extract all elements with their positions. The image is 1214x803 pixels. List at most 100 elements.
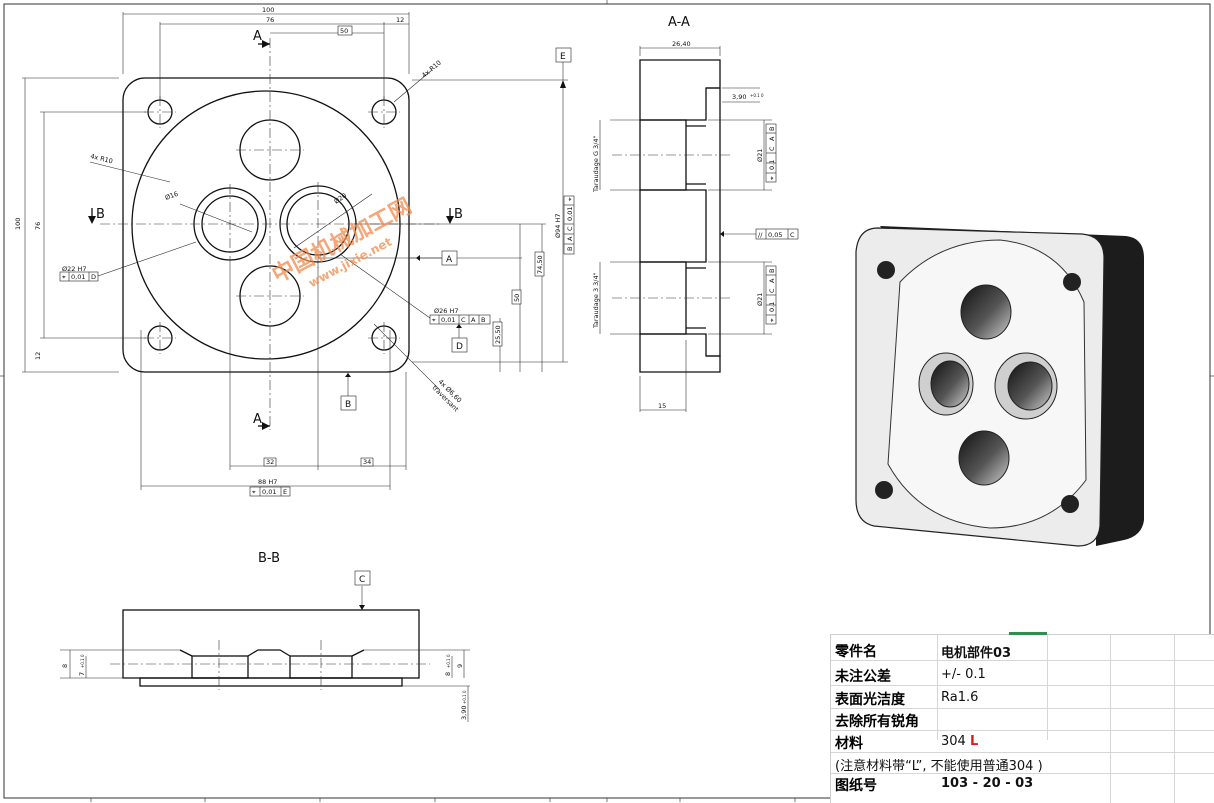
dim-50: 50 <box>340 27 348 35</box>
svg-text:A: A <box>768 278 776 283</box>
note-dia-22: Ø22 H7 <box>62 265 86 273</box>
dim-dia-21-top: Ø21 <box>756 149 764 162</box>
fcf-88: ⌖ 0,01 E <box>249 486 291 497</box>
svg-text:⌖: ⌖ <box>252 488 256 496</box>
note-dia-26: Ø26 H7 <box>434 307 458 315</box>
title-row-finish: 表面光洁度 Ra1.6 <box>831 687 1214 709</box>
svg-text:0,01: 0,01 <box>566 207 574 221</box>
cut-label-a-bottom: A <box>253 412 262 427</box>
svg-text:B: B <box>768 269 776 273</box>
svg-text:B: B <box>768 127 776 131</box>
title-block: 零件名 电机部件03 未注公差 +/- 0.1 表面光洁度 Ra1.6 去除所有… <box>830 632 1214 803</box>
fcf-aa-bottom: ⌖ 0.1 C A B <box>765 265 777 325</box>
note-r10-top: 4x R10 <box>420 59 443 80</box>
dim-12-top: 12 <box>396 16 404 24</box>
material-suffix: L <box>969 734 979 749</box>
title-row-material-note: (注意材料带“L”, 不能使用普通304 ) <box>831 752 1214 774</box>
dim-25-50: 25,50 <box>494 325 502 344</box>
svg-text:B: B <box>566 247 574 251</box>
svg-text:⌖: ⌖ <box>768 176 776 180</box>
datum-c: C <box>354 570 371 610</box>
svg-text:C: C <box>461 316 466 324</box>
dim-74-50: 74,50 <box>536 255 544 274</box>
svg-text:0,01: 0,01 <box>71 273 85 281</box>
dim-15: 15 <box>658 402 666 410</box>
label-part-name: 零件名 <box>835 644 877 660</box>
value-part-name: 电机部件03 <box>941 646 1012 661</box>
value-finish: Ra1.6 <box>941 690 979 705</box>
dim-height-76: 76 <box>34 222 42 230</box>
label-drawing-no: 图纸号 <box>835 778 877 794</box>
fcf-aa-top: ⌖ 0.1 C A B <box>765 123 777 183</box>
material-note: (注意材料带“L”, 不能使用普通304 ) <box>835 759 1043 774</box>
svg-text:E: E <box>283 488 287 496</box>
svg-text:C: C <box>768 146 776 151</box>
dim-50-v: 50 <box>513 294 521 302</box>
svg-text:0,01: 0,01 <box>441 316 455 324</box>
dim-3-90-aa: 3,90 <box>732 93 746 101</box>
dim-32: 32 <box>266 458 274 466</box>
boss-circle <box>131 90 401 360</box>
svg-text:A: A <box>471 316 476 324</box>
svg-text:A: A <box>566 236 574 241</box>
svg-text://: // <box>758 231 763 239</box>
dim-9-bb: 9 <box>456 664 464 668</box>
cut-line-b: B B <box>88 207 463 224</box>
note-r10-left: 4x R10 <box>90 152 114 165</box>
svg-text:⌖: ⌖ <box>566 197 574 201</box>
dim-8-bb: 8 <box>61 664 69 668</box>
dim-dia-21-bottom: Ø21 <box>756 293 764 306</box>
value-material: 304 L <box>941 734 979 749</box>
cut-label-b-right: B <box>454 207 463 222</box>
dim-8-bb-right: 8 <box>444 672 452 676</box>
front-view: A A B B 100 76 50 12 100 <box>14 6 575 497</box>
datum-b: B <box>340 372 357 411</box>
svg-text:0.1: 0.1 <box>768 160 776 170</box>
svg-text:B: B <box>481 316 485 324</box>
section-label-bb: B-B <box>258 551 280 566</box>
dim-3-90-aa-tol: +0.1 0 <box>750 93 764 98</box>
svg-text:C: C <box>359 575 365 585</box>
svg-text:E: E <box>560 52 566 62</box>
note-thread-top: Taraudage G 3/4" <box>592 135 600 193</box>
datum-d: D <box>451 324 468 353</box>
plate-outline <box>122 77 410 373</box>
svg-text:⌖: ⌖ <box>768 318 776 322</box>
section-aa: A-A Taraudage G 3/4" Taraudage 3 3/4" 26… <box>592 15 799 412</box>
value-drawing-no: 103 - 20 - 03 <box>941 776 1034 791</box>
svg-text:0,05: 0,05 <box>768 231 782 239</box>
label-material: 材料 <box>835 736 863 752</box>
cut-label-a-top: A <box>253 29 262 44</box>
svg-text:0.1: 0.1 <box>768 302 776 312</box>
fcf-dia-22: ⌖ 0,01 D <box>59 271 99 282</box>
dim-3-90-bb-tol: +0.1 0 <box>462 690 467 704</box>
note-dia-16: Ø16 <box>164 190 179 202</box>
dim-9-bb-tol: +0.1 0 <box>446 654 451 668</box>
title-row-deburr: 去除所有锐角 <box>831 709 1214 731</box>
svg-text:A: A <box>768 136 776 141</box>
label-deburr: 去除所有锐角 <box>835 714 919 730</box>
cut-line-a: A A <box>253 29 270 430</box>
svg-text:A: A <box>446 255 453 265</box>
svg-text:C: C <box>768 288 776 293</box>
title-row-material: 材料 304 L <box>831 731 1214 753</box>
svg-text:C: C <box>566 226 574 231</box>
dim-34: 34 <box>363 458 371 466</box>
dim-width-100: 100 <box>262 6 274 14</box>
section-label-aa: A-A <box>668 15 690 30</box>
dim-3-90-bb: 3,90 <box>460 706 468 720</box>
title-row-tolerance: 未注公差 +/- 0.1 <box>831 664 1214 686</box>
note-dia-20: Ø20 <box>333 191 349 205</box>
fcf-dia-26: ⌖ 0,01 C A B <box>429 314 491 325</box>
svg-text:⌖: ⌖ <box>62 273 66 281</box>
svg-text:⌖: ⌖ <box>432 316 436 324</box>
cut-label-b-left: B <box>96 207 105 222</box>
sheet-tab-marker <box>1009 632 1047 635</box>
dim-7-bb: 7 <box>78 672 86 676</box>
dim-7-bb-tol: +0.1 0 <box>80 654 85 668</box>
svg-text:B: B <box>345 400 351 410</box>
title-row-drawing-no: 图纸号 103 - 20 - 03 <box>831 773 1214 794</box>
dim-dia-94: Ø94 H7 <box>554 214 562 238</box>
